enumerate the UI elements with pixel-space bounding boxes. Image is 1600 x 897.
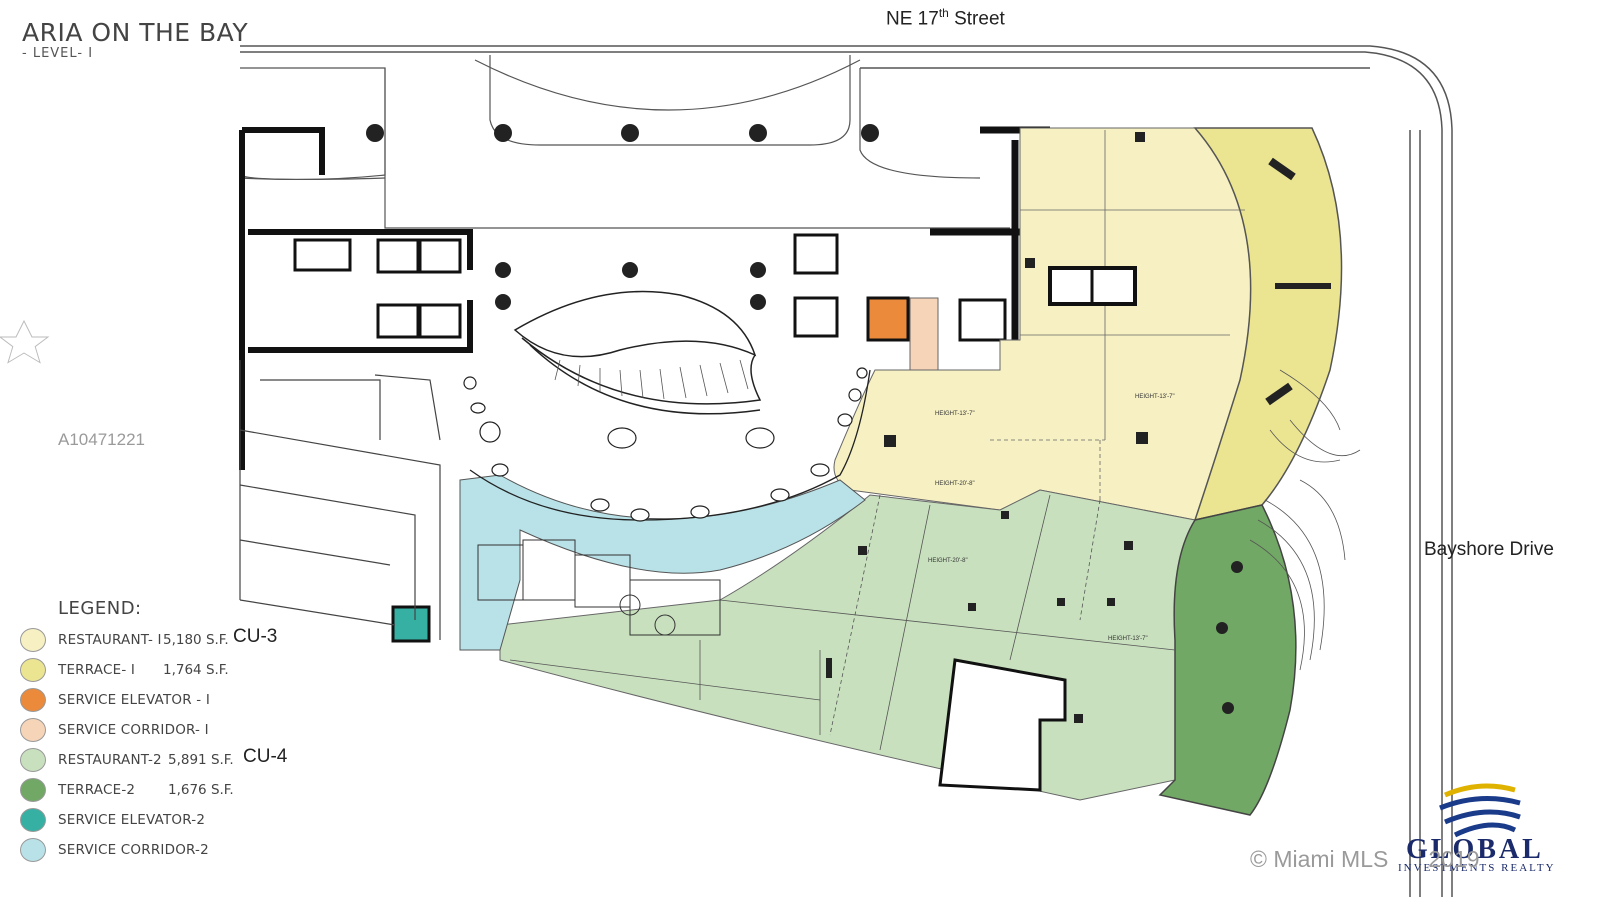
svg-text:HEIGHT-20'-8": HEIGHT-20'-8" (935, 481, 975, 487)
restaurant-2-columns (826, 511, 1243, 723)
copyright-text: © Miami MLS (1250, 846, 1389, 872)
legend-label: SERVICE ELEVATOR - I (58, 692, 211, 708)
street-label-east: Bayshore Drive (1424, 539, 1554, 560)
mls-id-watermark: A10471221 (58, 430, 145, 449)
service-corridor-1-zone (909, 297, 939, 371)
legend-swatch-service-elevator-2 (20, 808, 46, 832)
street-north-suffix: Street (948, 8, 1005, 30)
legend-label: RESTAURANT- I (58, 632, 162, 648)
legend-swatch-restaurant-2 (20, 748, 46, 772)
logo-name: GLOBAL (1406, 834, 1544, 865)
legend-label: SERVICE CORRIDOR- I (58, 722, 209, 738)
legend-swatch-terrace-2 (20, 778, 46, 802)
legend-swatch-service-corridor-2 (20, 838, 46, 862)
left-core-walls (239, 127, 473, 470)
legend-item-terrace-2: TERRACE-2 1,676 S.F. (20, 778, 420, 802)
legend-title: LEGEND: (58, 598, 142, 619)
terrace-1-features (1265, 157, 1331, 406)
logo-swirl-icon (1439, 783, 1521, 838)
restaurant-2-core (938, 658, 1067, 792)
legend-item-service-elevator-2: SERVICE ELEVATOR-2 (20, 808, 420, 832)
restaurant-1-grid (990, 130, 1245, 500)
legend-swatch-service-elevator-1 (20, 688, 46, 712)
lobby-stair (513, 290, 762, 415)
service-elevator-2-zone (391, 605, 431, 643)
street-boundaries (240, 45, 1453, 897)
amphitheater-steps (1249, 369, 1361, 671)
legend-label: SERVICE ELEVATOR-2 (58, 812, 206, 828)
legend-item-service-corridor-2: SERVICE CORRIDOR-2 (20, 838, 420, 862)
restrooms (477, 539, 721, 636)
street-label-north: NE 17th Street (886, 6, 1005, 30)
lobby-planter-curve (469, 369, 871, 521)
legend-code: CU-3 (233, 626, 278, 647)
svg-text:HEIGHT-20'-8": HEIGHT-20'-8" (928, 558, 968, 564)
legend-label: RESTAURANT-2 (58, 752, 162, 768)
stair-treads (554, 359, 749, 400)
legend-area: 1,676 S.F. (168, 782, 234, 798)
legend-item-terrace-1: TERRACE- I 1,764 S.F. (20, 658, 420, 682)
restaurant-2-grid (509, 494, 1176, 751)
svg-text:HEIGHT-13'-7": HEIGHT-13'-7" (935, 411, 975, 417)
copyright-year: 2019 (1428, 846, 1480, 872)
legend-item-service-elevator-1: SERVICE ELEVATOR - I (20, 688, 420, 712)
page-subtitle: - LEVEL- I (22, 46, 94, 61)
legend-swatch-terrace-1 (20, 658, 46, 682)
legend-swatch-service-corridor-1 (20, 718, 46, 742)
left-elevators (293, 233, 1007, 342)
mls-star-icon (0, 319, 50, 364)
service-elevator-1-zone (866, 296, 910, 342)
planters (463, 367, 868, 522)
terrace-2-zone (1158, 504, 1297, 816)
left-service-lines (239, 360, 441, 640)
legend-label: TERRACE-2 (58, 782, 136, 798)
street-north-name: NE 17 (886, 8, 939, 30)
legend-code: CU-4 (243, 746, 288, 767)
round-columns (366, 124, 879, 310)
legend-item-restaurant-1: RESTAURANT- I 5,180 S.F. CU-3 (20, 626, 420, 652)
legend-area: 5,180 S.F. (163, 632, 229, 648)
legend-label: TERRACE- I (58, 662, 136, 678)
legend-item-restaurant-2: RESTAURANT-2 5,891 S.F. CU-4 (20, 746, 420, 772)
svg-text:HEIGHT-13'-7": HEIGHT-13'-7" (1108, 636, 1148, 642)
logo-tagline: INVESTMENTS REALTY (1398, 862, 1556, 874)
svg-text:HEIGHT-13'-7": HEIGHT-13'-7" (1135, 394, 1175, 400)
legend-area: 5,891 S.F. (168, 752, 234, 768)
copyright-watermark: © Miami MLS 2019 (1250, 846, 1480, 873)
service-corridor-2-zone (459, 474, 866, 651)
dropoff-area (239, 55, 1010, 229)
legend-area: 1,764 S.F. (163, 662, 229, 678)
legend-label: SERVICE CORRIDOR-2 (58, 842, 209, 858)
restaurant-1-columns (884, 132, 1148, 447)
page-title: ARIA ON THE BAY (22, 18, 249, 47)
legend-item-service-corridor-1: SERVICE CORRIDOR- I (20, 718, 420, 742)
plan-labels: HEIGHT-13'-7" HEIGHT-13'-7" HEIGHT-20'-8… (928, 394, 1175, 642)
street-north-sup: th (938, 6, 949, 20)
legend-swatch-restaurant-1 (20, 628, 46, 652)
